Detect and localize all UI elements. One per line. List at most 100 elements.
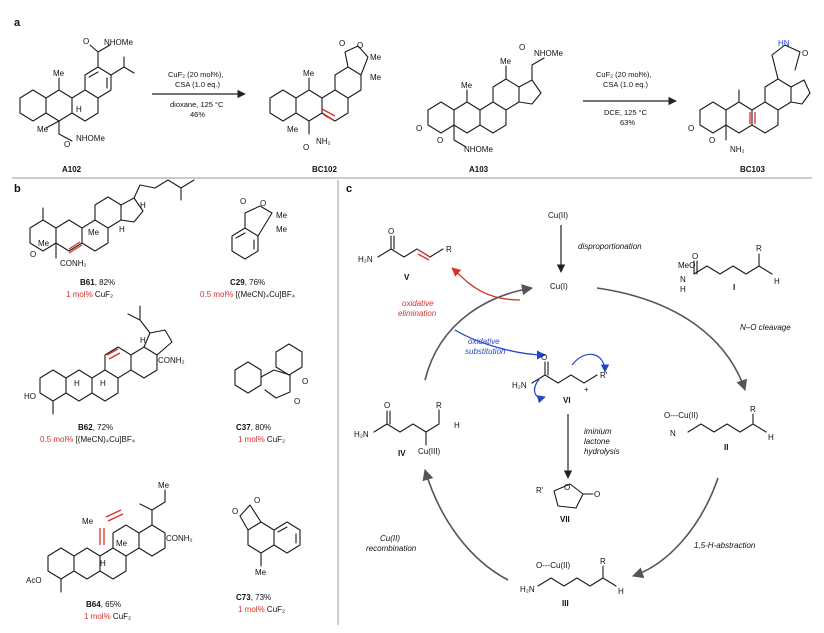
atom-label: Me: [287, 125, 299, 134]
atom-label: O: [303, 143, 309, 152]
panel-a-label: a: [14, 17, 21, 29]
compound-caption: C73, 73%: [236, 593, 271, 602]
atom-label: Me: [38, 239, 50, 248]
structure-bc103: [699, 44, 811, 141]
step-label: substitution: [465, 347, 506, 356]
compound-label: BC102: [312, 165, 337, 174]
intermediate-numeral: V: [404, 273, 410, 282]
step-label: 1,5-H-abstraction: [694, 541, 756, 550]
species-IV-structure: [373, 409, 440, 446]
step-label: elimination: [398, 309, 437, 318]
atom-label: O: [83, 37, 89, 46]
atom-label: NHOMe: [464, 145, 493, 154]
species-VI-structure: [531, 361, 598, 384]
condition-text: CuF₂ (20 mol%),: [596, 70, 651, 79]
atom-label: H: [74, 379, 80, 388]
structure-b62: [39, 305, 173, 415]
condition-text: CSA (1.0 eq.): [603, 80, 649, 89]
step-label: recombination: [366, 544, 417, 553]
atom-label: Cu(III): [418, 447, 441, 456]
species-V-structure: [377, 235, 431, 258]
step-label: disproportionation: [578, 242, 642, 251]
atom-label: Me: [37, 125, 49, 134]
atom-label: Me: [276, 211, 288, 220]
intermediate-numeral: II: [724, 443, 728, 452]
curved-electron-arrow: [533, 377, 546, 404]
catalyst-caption: 1 mol% CuF₂: [66, 290, 113, 299]
new-bond-highlight: [106, 348, 121, 360]
alkene-highlight: [416, 248, 431, 261]
atom-label: Me: [500, 57, 512, 66]
species-VII-structure: [553, 483, 594, 509]
atom-label: NH₂: [316, 137, 331, 146]
atom-label: HO: [24, 392, 36, 401]
atom-label: R': [536, 486, 544, 495]
intermediate-numeral: VII: [560, 515, 570, 524]
atom-label: R: [436, 401, 442, 410]
atom-label: O: [232, 507, 238, 516]
cycle-arc-III-to-IV: [422, 468, 509, 581]
atom-label: Me: [82, 517, 94, 526]
catalyst-caption: 0.5 mol% [(MeCN)₄Cu]BF₄: [40, 435, 135, 444]
atom-label: Me: [88, 228, 100, 237]
atom-label: Me: [370, 53, 382, 62]
panel-b-label: b: [14, 183, 21, 195]
cycle-arc-cu1-to-II: [596, 287, 748, 392]
species-cu2-top: Cu(II): [548, 211, 568, 220]
step-label: oxidative: [402, 299, 434, 308]
atom-label: O: [541, 353, 547, 362]
atom-label: N: [670, 429, 676, 438]
structure-c73: [239, 504, 301, 567]
atom-label: R: [446, 245, 452, 254]
atom-label: H: [454, 421, 460, 430]
intermediate-numeral: I: [733, 283, 735, 292]
atom-label: Me: [158, 481, 170, 490]
structure-c29: [231, 205, 273, 260]
condition-text: DCE, 125 °C: [604, 108, 648, 117]
atom-label: O: [802, 49, 808, 58]
atom-label: CONH₂: [166, 534, 193, 543]
yield-text: 46%: [190, 110, 205, 119]
atom-label: R: [750, 405, 756, 414]
atom-label: H₂N: [520, 585, 535, 594]
atom-label: O: [437, 136, 443, 145]
structure-c37: [234, 343, 303, 399]
atom-label: R': [600, 371, 608, 380]
intermediate-numeral: IV: [398, 449, 406, 458]
atom-label: NHOMe: [104, 38, 133, 47]
condition-text: dioxane, 125 °C: [170, 100, 224, 109]
atom-label: N: [680, 275, 686, 284]
step-label: hydrolysis: [584, 447, 620, 456]
atom-label: Me: [116, 539, 128, 548]
new-bond-highlight: [99, 509, 124, 545]
atom-label: H: [140, 201, 146, 210]
atom-label: O: [519, 43, 525, 52]
atom-label: H: [768, 433, 774, 442]
new-bond-highlight: [321, 108, 336, 121]
structure-a103: [427, 57, 545, 148]
atom-label: CONH₂: [60, 259, 87, 268]
condition-text: CuF₂ (20 mol%),: [168, 70, 223, 79]
step-label: oxidative: [468, 337, 500, 346]
step-label: N–O cleavage: [740, 323, 791, 332]
atom-label: O: [709, 136, 715, 145]
atom-label: NHOMe: [534, 49, 563, 58]
compound-caption: C29, 76%: [230, 278, 265, 287]
atom-label: O: [692, 252, 698, 261]
compound-caption: B62, 72%: [78, 423, 113, 432]
intermediate-numeral: III: [562, 599, 569, 608]
oxidative-substitution-arrow: [454, 329, 546, 360]
structure-a102: [19, 44, 135, 142]
new-bond-highlight: [68, 241, 83, 254]
atom-label: Me: [303, 69, 315, 78]
compound-caption: B61, 82%: [80, 278, 115, 287]
atom-label: O: [260, 199, 266, 208]
atom-label: CONH₂: [158, 356, 185, 365]
catalyst-caption: 0.5 mol% [(MeCN)₄Cu]BF₄: [200, 290, 295, 299]
atom-label: O: [240, 197, 246, 206]
atom-label: H: [140, 336, 146, 345]
compound-caption: C37, 80%: [236, 423, 271, 432]
atom-label: Me: [53, 69, 65, 78]
oxidative-elimination-arrow: [451, 267, 521, 301]
catalyst-caption: 1 mol% CuF₂: [238, 605, 285, 614]
